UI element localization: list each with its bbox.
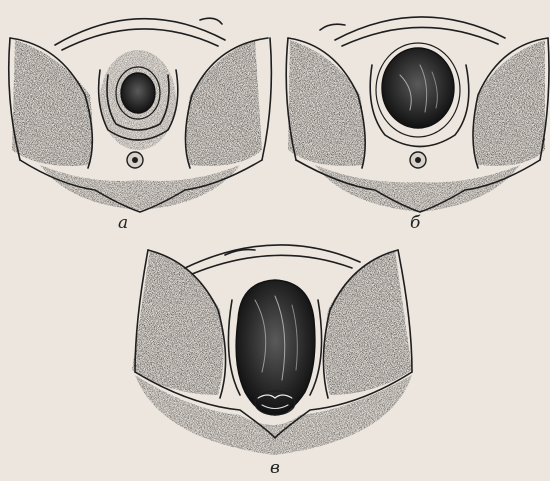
panel-a-label: а xyxy=(118,215,128,232)
panel-a-drawing xyxy=(9,18,272,212)
panel-b-label: б xyxy=(410,215,420,232)
panel-v-drawing xyxy=(132,245,412,455)
panel-b-drawing xyxy=(286,17,549,212)
panel-v-label: в xyxy=(270,460,280,477)
